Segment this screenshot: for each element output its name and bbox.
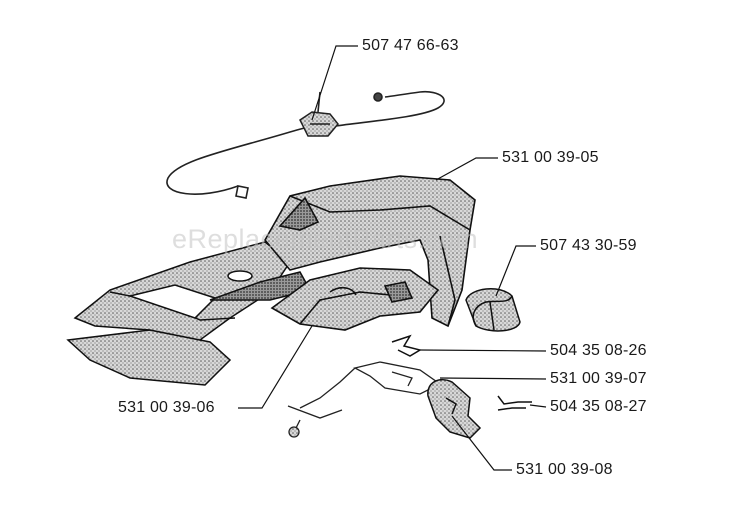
leader-507476663 bbox=[311, 45, 358, 121]
trigger bbox=[427, 378, 482, 439]
label-504350827: 504 35 08-27 bbox=[550, 398, 647, 415]
label-531003908: 531 00 39-08 bbox=[516, 461, 613, 478]
watermark: eReplacementParts.com bbox=[172, 224, 479, 254]
label-507433059: 507 43 30-59 bbox=[540, 237, 637, 254]
leader-504350826 bbox=[419, 349, 547, 352]
leader-531003905 bbox=[435, 157, 498, 181]
base-shroud bbox=[66, 241, 312, 386]
leader-531003906 bbox=[238, 325, 313, 409]
label-504350826: 504 35 08-26 bbox=[550, 342, 647, 359]
small-parts bbox=[287, 405, 343, 438]
handle-base bbox=[270, 267, 440, 331]
cable-assembly bbox=[166, 90, 445, 199]
leader-lines bbox=[238, 45, 547, 471]
leader-507433059 bbox=[495, 245, 536, 297]
leader-504350827 bbox=[529, 404, 547, 408]
spring bbox=[497, 395, 532, 411]
label-531003906: 531 00 39-06 bbox=[118, 399, 215, 416]
bushing bbox=[465, 288, 521, 332]
label-507476663: 507 47 66-63 bbox=[362, 37, 459, 54]
leader-531003908 bbox=[451, 415, 512, 471]
top-cover bbox=[264, 175, 476, 328]
label-531003907: 531 00 39-07 bbox=[550, 370, 647, 387]
label-531003905: 531 00 39-05 bbox=[502, 149, 599, 166]
lever bbox=[299, 361, 442, 409]
clip bbox=[391, 334, 422, 357]
leader-531003907 bbox=[439, 377, 547, 380]
